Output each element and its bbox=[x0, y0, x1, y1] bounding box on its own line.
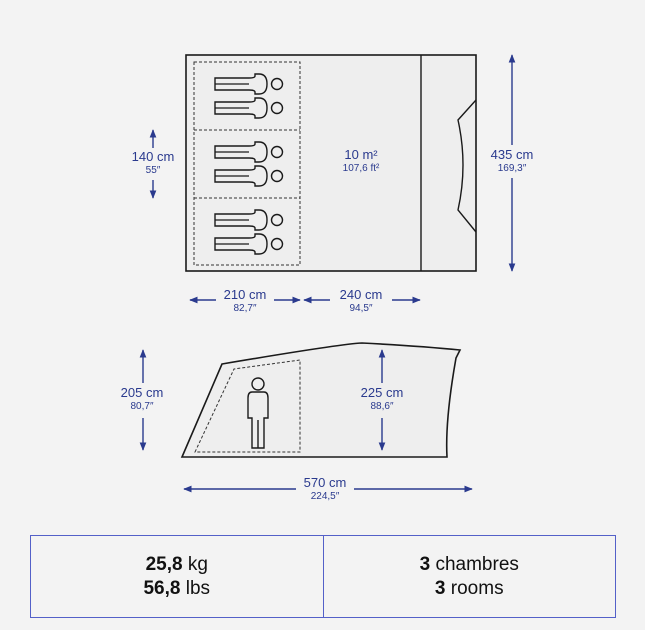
rooms-cell: 3 chambres 3 rooms bbox=[322, 536, 616, 617]
rooms-en: 3 rooms bbox=[434, 577, 504, 599]
height-max-label: 225 cm 88,6″ bbox=[360, 385, 404, 412]
depth-bedroom-label: 140 cm 55″ bbox=[131, 149, 175, 176]
bedroom-area bbox=[193, 61, 301, 266]
weight-lbs: 56,8 lbs bbox=[143, 577, 211, 599]
person-icon bbox=[247, 377, 269, 449]
tent-diagram bbox=[139, 54, 516, 493]
weight-kg: 25,8 kg bbox=[145, 553, 208, 575]
width-bedroom-label: 210 cm 82,7″ bbox=[223, 287, 267, 314]
width-living-label: 240 cm 94,5″ bbox=[339, 287, 383, 314]
spec-table: 25,8 kg 56,8 lbs 3 chambres 3 rooms bbox=[30, 535, 616, 618]
tent-floor-outline bbox=[185, 54, 477, 272]
length-total-label: 570 cm 224,5″ bbox=[303, 475, 347, 502]
top-view bbox=[149, 54, 516, 304]
side-view bbox=[139, 342, 473, 493]
depth-total-label: 435 cm 169,3″ bbox=[490, 147, 534, 174]
bedroom-section bbox=[194, 359, 301, 453]
rooms-fr: 3 chambres bbox=[419, 553, 519, 575]
area-label: 10 m² 107,6 ft² bbox=[342, 147, 380, 174]
porch-door bbox=[457, 99, 477, 233]
weight-cell: 25,8 kg 56,8 lbs bbox=[31, 536, 323, 617]
height-bedroom-label: 205 cm 80,7″ bbox=[120, 385, 164, 412]
tent-profile-outline bbox=[180, 342, 462, 458]
